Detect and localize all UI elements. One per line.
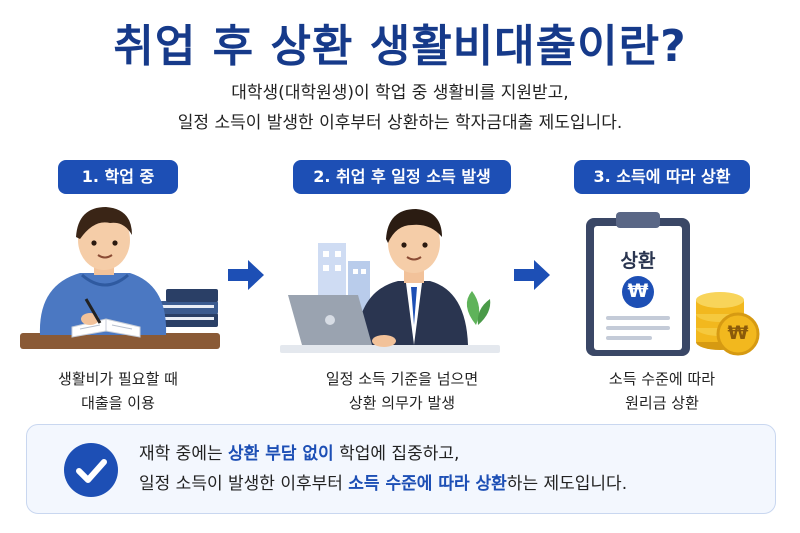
step-1-caption-line-1: 생활비가 필요할 때 bbox=[58, 370, 178, 388]
summary-text: 재학 중에는 bbox=[139, 444, 229, 464]
step-2-badge: 2. 취업 후 일정 소득 발생 bbox=[293, 160, 511, 194]
summary-text: 하는 제도입니다. bbox=[506, 474, 628, 494]
step-2-caption-line-1: 일정 소득 기준을 넘으면 bbox=[325, 370, 479, 388]
clipboard-title: 상환 bbox=[620, 250, 656, 272]
coin-won-symbol: ₩ bbox=[727, 322, 749, 344]
repayment-clipboard-icon: 상환 ₩ ₩ bbox=[578, 208, 768, 358]
summary-note-text: 재학 중에는 상환 부담 없이 학업에 집중하고, 일정 소득이 발생한 이후부… bbox=[139, 439, 627, 499]
step-2-caption: 일정 소득 기준을 넘으면 상환 의무가 발생 bbox=[292, 367, 512, 415]
step-3-caption: 소득 수준에 따라 원리금 상환 bbox=[552, 367, 772, 415]
page-title: 취업 후 상환 생활비대출이란? bbox=[113, 21, 687, 72]
summary-highlight: 상환 부담 없이 bbox=[228, 444, 334, 464]
arrow-right-icon bbox=[228, 260, 264, 290]
subtitle-line-2: 일정 소득이 발생한 이후부터 상환하는 학자금대출 제도입니다. bbox=[177, 113, 623, 133]
check-circle-icon bbox=[64, 443, 118, 497]
step-3: 3. 소득에 따라 상환 bbox=[552, 160, 772, 194]
summary-text: 학업에 집중하고, bbox=[333, 444, 460, 464]
arrow-right-icon bbox=[514, 260, 550, 290]
step-3-badge: 3. 소득에 따라 상환 bbox=[573, 160, 751, 194]
step-1-caption: 생활비가 필요할 때 대출을 이용 bbox=[8, 367, 228, 415]
step-3-caption-line-1: 소득 수준에 따라 bbox=[608, 370, 716, 388]
summary-note: 재학 중에는 상환 부담 없이 학업에 집중하고, 일정 소득이 발생한 이후부… bbox=[26, 424, 776, 514]
summary-text: 일정 소득이 발생한 이후부터 bbox=[139, 474, 349, 494]
step-1-badge: 1. 학업 중 bbox=[57, 160, 179, 194]
step-1: 1. 학업 중 bbox=[8, 160, 228, 194]
summary-highlight: 소득 수준에 따라 상환 bbox=[348, 474, 507, 494]
won-symbol: ₩ bbox=[627, 280, 649, 302]
summary-line-2: 일정 소득이 발생한 이후부터 소득 수준에 따라 상환하는 제도입니다. bbox=[139, 469, 627, 499]
office-worker-laptop-icon bbox=[280, 209, 500, 353]
step-2: 2. 취업 후 일정 소득 발생 bbox=[262, 160, 542, 194]
step-3-caption-line-2: 원리금 상환 bbox=[625, 394, 699, 412]
page-subtitle: 대학생(대학원생)이 학업 중 생활비를 지원받고, 일정 소득이 발생한 이후… bbox=[0, 78, 800, 138]
student-studying-icon bbox=[20, 207, 220, 349]
step-1-caption-line-2: 대출을 이용 bbox=[81, 394, 155, 412]
step-2-caption-line-2: 상환 의무가 발생 bbox=[348, 394, 456, 412]
summary-line-1: 재학 중에는 상환 부담 없이 학업에 집중하고, bbox=[139, 439, 627, 469]
subtitle-line-1: 대학생(대학원생)이 학업 중 생활비를 지원받고, bbox=[231, 83, 569, 103]
